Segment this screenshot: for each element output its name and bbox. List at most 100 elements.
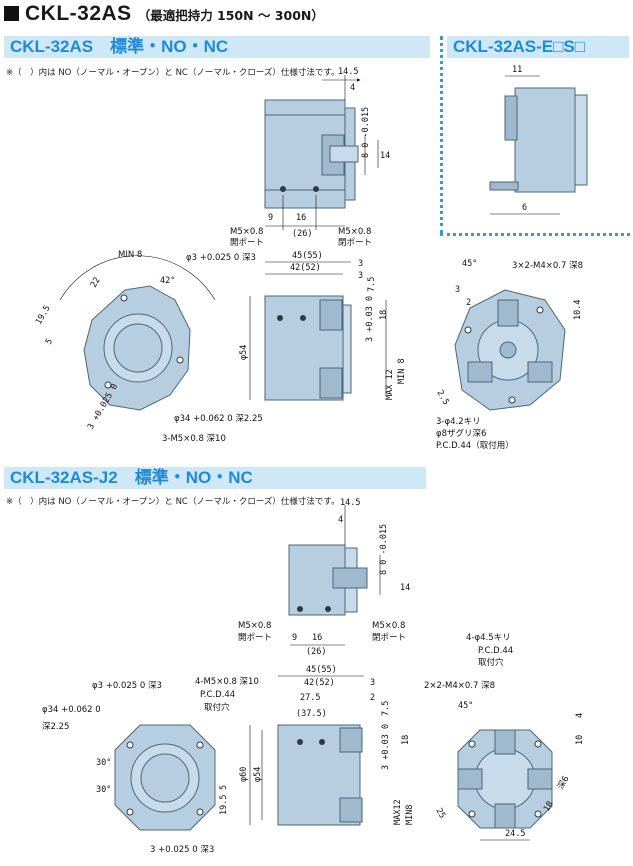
es-dim-11: 11 <box>512 65 522 75</box>
j2-dim-10: 10 <box>575 735 585 745</box>
top-port-close-size: M5×0.8 <box>338 227 371 237</box>
j2-dim-3-bottom: 3 +0.025 0 深3 <box>150 845 214 855</box>
top-dim-18: 18 <box>379 310 389 320</box>
section-band-e-s: CKL-32AS-E□S□ <box>447 36 629 58</box>
top-side-view <box>264 75 379 230</box>
top-dim-26: (26) <box>292 229 312 239</box>
top-dim-3b: 3 <box>358 271 363 281</box>
top-dim-phi54: φ54 <box>239 345 249 360</box>
page-title: CKL-32AS （最適把持力 150N ～ 300N） <box>4 2 324 30</box>
top-dim-4: 4 <box>350 83 355 93</box>
j2-dim-pcd-right: P.C.D.44 <box>478 646 513 656</box>
j2-dim-4-m5: 4-M5×0.8 深10 <box>195 677 259 687</box>
j2-dim-27-5: 27.5 <box>300 693 320 703</box>
j2-dim-37-5: (37.5) <box>296 709 327 719</box>
es-side-view <box>489 75 588 215</box>
section-band-j2: CKL-32AS-J2 標準・NO・NC <box>4 467 426 489</box>
top-dim-42: 42(52) <box>290 263 321 273</box>
j2-dim-45: 45(55) <box>306 665 337 675</box>
top-dim-3c: 3 <box>455 285 460 295</box>
j2-dim-hole: 取付穴 <box>204 702 230 713</box>
j2-port-close-size: M5×0.8 <box>372 621 405 631</box>
j2-front-view-left <box>114 724 216 831</box>
top-dim-3a: 3 <box>358 259 363 269</box>
title-square-icon <box>4 6 19 21</box>
top-front-view-right <box>454 289 566 411</box>
top-dim-42deg: 42° <box>160 276 175 286</box>
j2-dim-max12: MAX12 <box>393 799 403 825</box>
top-dim-9: 9 <box>268 213 273 223</box>
top-dim-phi34: φ34 +0.062 0 深2.25 <box>174 414 263 424</box>
j2-dim-8: 8 0 -0.015 <box>379 524 389 575</box>
title-model: CKL-32AS <box>25 2 132 25</box>
j2-dim-3: 3 <box>370 678 375 688</box>
j2-dim-5: 5 <box>219 785 229 790</box>
j2-dim-4: 4 <box>338 515 343 525</box>
j2-body-view <box>249 675 364 826</box>
top-dim-45: 45(55) <box>292 251 323 261</box>
top-dim-max12: MAX 12 <box>385 369 395 400</box>
j2-dim-24-5: 24.5 <box>505 829 525 839</box>
j2-dim-pcd: P.C.D.44 <box>200 690 235 700</box>
title-subtitle: （最適把持力 150N ～ 300N） <box>137 8 324 23</box>
j2-dim-phi34: φ34 +0.062 0 <box>42 705 101 715</box>
j2-dim-min8: MIN8 <box>405 805 415 825</box>
divider-vertical <box>440 36 443 234</box>
j2-dim-3-tol: 3 +0.03 0 <box>381 724 391 770</box>
top-dim-8: 8 0 -0.015 <box>361 107 371 158</box>
j2-dim-16: 16 <box>312 633 322 643</box>
top-dim-3-tol: 3 +0.03 0 <box>365 296 375 342</box>
top-dim-22: 22 <box>89 276 103 290</box>
top-dim-10-4: 10.4 <box>573 300 583 320</box>
j2-dim-30b: 30° <box>96 785 111 795</box>
top-dim-19-5: 19.5 <box>34 304 53 327</box>
j2-dim-depth: 深2.25 <box>42 722 69 732</box>
j2-side-view <box>288 505 381 646</box>
j2-dim-19-5: 19.5 <box>219 795 229 815</box>
j2-dim-18: 18 <box>401 735 411 745</box>
top-dim-16: 16 <box>296 213 306 223</box>
j2-dim-14-5: 14.5 <box>340 498 360 508</box>
top-dim-14-5: 14.5 <box>338 67 358 77</box>
top-body-view <box>249 261 387 401</box>
top-front-view-left <box>59 255 216 411</box>
j2-front-view-right <box>457 729 553 841</box>
j2-dim-9: 9 <box>292 633 297 643</box>
top-dim-7-5: 7.5 <box>367 277 377 292</box>
j2-dim-hole-right: 取付穴 <box>478 657 504 668</box>
j2-dim-14: 14 <box>400 583 410 593</box>
top-dim-phi3: φ3 +0.025 0 深3 <box>186 253 256 263</box>
top-dim-14: 14 <box>380 151 390 161</box>
top-dim-3-phi42: 3-φ4.2キリ <box>436 417 481 427</box>
note-top: ※（ ）内は NO（ノーマル・オープン）と NC（ノーマル・クローズ）仕様寸法で… <box>6 68 340 78</box>
top-dim-120: MIN 8 <box>118 250 142 260</box>
top-dim-zaguri: φ8ザグリ深6 <box>436 428 486 439</box>
j2-port-close-label: 閉ポート <box>372 633 406 643</box>
top-port-open-size: M5×0.8 <box>230 227 263 237</box>
section-band-standard: CKL-32AS 標準・NO・NC <box>4 36 430 58</box>
j2-dim-4-phi45: 4-φ4.5キリ <box>466 633 511 643</box>
j2-dim-phi3: φ3 +0.025 0 深3 <box>92 681 162 691</box>
j2-dim-phi60: φ60 <box>239 767 249 782</box>
top-dim-5: 5 <box>44 337 55 346</box>
top-dim-min8: MIN 8 <box>397 358 407 384</box>
top-dim-2: 2 <box>466 298 471 308</box>
j2-dim-phi54: φ54 <box>253 767 263 782</box>
top-port-open-label: 開ポート <box>230 238 264 248</box>
j2-dim-7-5: 7.5 <box>381 701 391 716</box>
top-dim-2-5: 2.5 <box>434 389 450 407</box>
top-dim-pcd: P.C.D.44（取付用） <box>436 440 514 451</box>
j2-dim-25: 25 <box>433 807 447 821</box>
j2-dim-2: 2 <box>370 693 375 703</box>
j2-port-open-size: M5×0.8 <box>238 621 271 631</box>
j2-dim-45deg: 45° <box>458 701 473 711</box>
divider-horizontal <box>440 233 630 236</box>
j2-port-open-label: 開ポート <box>238 633 272 643</box>
j2-dim-depth6: 深6 <box>556 774 572 791</box>
j2-dim-2x2-m4: 2×2-M4×0.7 深8 <box>424 681 495 691</box>
j2-dim-4-right: 4 <box>575 713 585 718</box>
es-dim-6: 6 <box>522 203 527 213</box>
top-dim-45deg: 45° <box>462 259 477 269</box>
top-dim-3-m5: 3-M5×0.8 深10 <box>162 434 226 444</box>
